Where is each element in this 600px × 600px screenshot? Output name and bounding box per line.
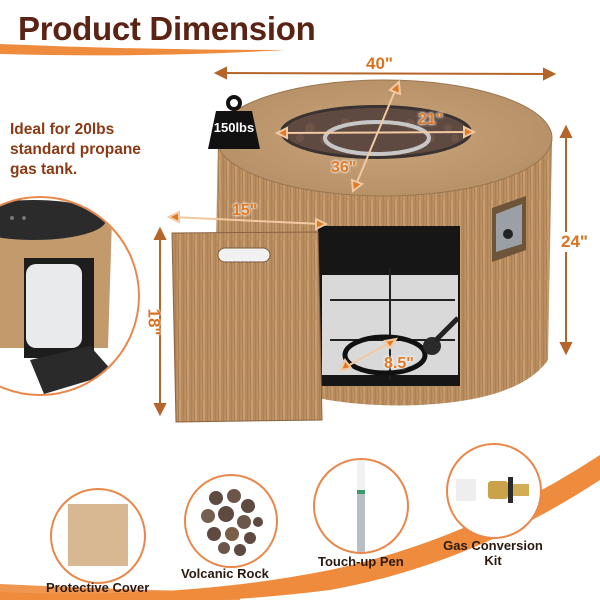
height-dimension-label: 24"	[561, 232, 588, 252]
burner-ring-label: 8.5"	[384, 355, 414, 372]
volcanic-rock-image	[184, 474, 278, 568]
accessory-label-touch-up-pen: Touch-up Pen	[318, 554, 404, 569]
accessory-label-volcanic-rock: Volcanic Rock	[181, 566, 269, 581]
door-width-label: 15"	[232, 202, 258, 219]
propane-tank-note: Ideal for 20lbs standard propane gas tan…	[10, 120, 141, 180]
note-line: standard propane	[10, 141, 141, 158]
accessory-label-gas-conversion-kit: Gas Conversion Kit	[438, 538, 548, 568]
compartment-height-label: 18"	[144, 308, 164, 336]
weight-icon	[208, 95, 260, 149]
note-line: gas tank.	[10, 161, 78, 178]
label-line: Kit	[484, 553, 502, 568]
propane-tank-image	[0, 200, 114, 394]
burner-opening-label: 21"	[418, 111, 444, 128]
page-title: Product Dimension	[18, 10, 316, 47]
label-line: Gas Conversion	[443, 538, 543, 553]
width-dimension-label: 40"	[366, 54, 393, 73]
diagonal-dimension-label: 36"	[331, 159, 357, 176]
touch-up-pen-image	[313, 458, 409, 554]
gas-conversion-kit-image	[446, 443, 542, 539]
weight-label: 150lbs	[213, 120, 255, 135]
protective-cover-image	[50, 488, 146, 584]
accessory-label-protective-cover: Protective Cover	[46, 580, 150, 595]
note-line: Ideal for 20lbs	[10, 121, 115, 138]
